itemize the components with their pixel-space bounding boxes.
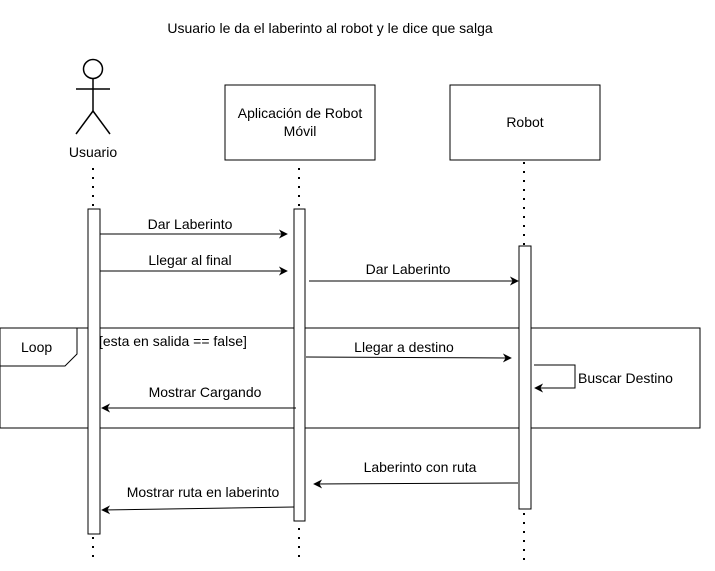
participant-robot-label: Robot bbox=[506, 114, 543, 130]
message-label-6: Mostrar Cargando bbox=[149, 384, 262, 400]
message-arrow-5-self bbox=[534, 364, 576, 393]
message-arrow-4 bbox=[305, 353, 512, 363]
participant-app-label-line2: Móvil bbox=[284, 123, 317, 139]
message-label-7: Laberinto con ruta bbox=[364, 459, 477, 475]
messages bbox=[100, 229, 576, 515]
activation-app bbox=[293, 208, 306, 522]
activation-robot bbox=[518, 245, 532, 510]
message-label-1: Dar Laberinto bbox=[148, 216, 233, 232]
actor-usuario bbox=[75, 58, 111, 135]
actor-label: Usuario bbox=[69, 144, 117, 160]
message-label-3: Dar Laberinto bbox=[366, 261, 451, 277]
message-label-5: Buscar Destino bbox=[578, 370, 673, 386]
message-label-2: Llegar al final bbox=[148, 252, 231, 268]
loop-fragment-tab bbox=[0, 327, 78, 367]
activation-usuario bbox=[87, 208, 101, 535]
participant-robot-box bbox=[449, 84, 601, 161]
message-arrow-8 bbox=[101, 505, 295, 515]
message-label-8: Mostrar ruta en laberinto bbox=[127, 484, 280, 500]
message-label-4: Llegar a destino bbox=[354, 339, 454, 355]
diagram-title: Usuario le da el laberinto al robot y le… bbox=[167, 20, 493, 36]
loop-fragment bbox=[0, 327, 701, 429]
loop-label: Loop bbox=[21, 339, 52, 355]
actor-head bbox=[82, 58, 104, 80]
message-arrow-7 bbox=[313, 479, 519, 489]
loop-guard: [esta en salida == false] bbox=[99, 333, 247, 349]
participant-app-label-line1: Aplicación de Robot bbox=[238, 105, 363, 121]
participant-app-box bbox=[224, 84, 376, 161]
